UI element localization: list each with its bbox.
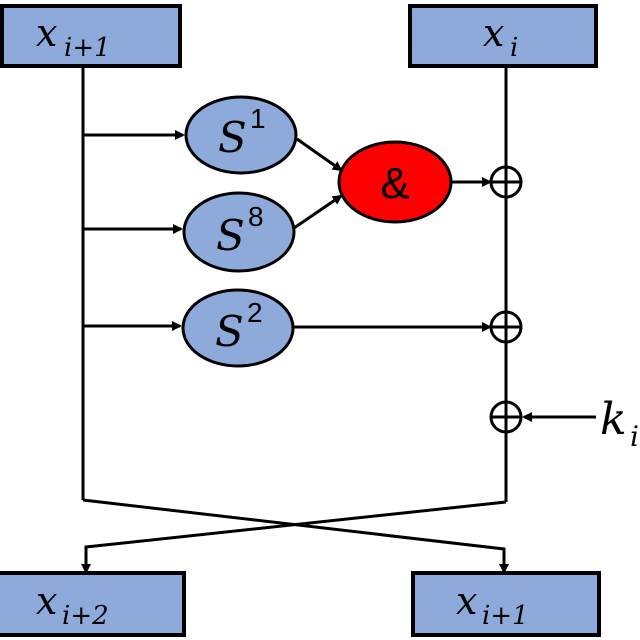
svg-text:8: 8 <box>248 201 264 232</box>
xor-3 <box>489 400 523 434</box>
input-right-var: x <box>483 11 504 55</box>
input-left-var: x <box>36 11 57 55</box>
and-operator: & <box>337 140 453 224</box>
output-left-var: x <box>36 579 57 623</box>
arrow-s8-to-and <box>293 194 343 230</box>
output-right-var: x <box>456 579 477 623</box>
shift-s1: S 1 <box>184 95 298 175</box>
input-left-sub: i+1 <box>64 33 111 63</box>
cross-wire-left-to-right <box>82 498 509 574</box>
xor-1 <box>489 165 523 199</box>
input-box-right: x i <box>408 4 598 68</box>
svg-text:S: S <box>216 211 245 260</box>
output-left-sub: i+2 <box>62 601 109 631</box>
output-box-left: x i+2 <box>0 571 186 637</box>
svg-text:&: & <box>380 159 409 208</box>
input-box-left: x i+1 <box>0 4 182 68</box>
shift-s2: S 2 <box>181 288 295 368</box>
svg-text:i: i <box>630 420 639 453</box>
svg-text:1: 1 <box>250 103 266 134</box>
shift-s8: S 8 <box>182 191 296 273</box>
svg-text:k: k <box>600 394 627 445</box>
arrow-s1-to-and <box>296 137 343 172</box>
xor-2 <box>489 310 523 344</box>
input-right-sub: i <box>510 33 518 63</box>
svg-text:2: 2 <box>247 297 263 328</box>
cross-wire-right-to-left <box>81 500 507 574</box>
output-right-sub: i+1 <box>482 601 529 631</box>
svg-text:S: S <box>215 307 244 356</box>
svg-text:S: S <box>218 113 247 162</box>
round-key-label: k i <box>600 394 639 453</box>
output-box-right: x i+1 <box>411 571 601 637</box>
